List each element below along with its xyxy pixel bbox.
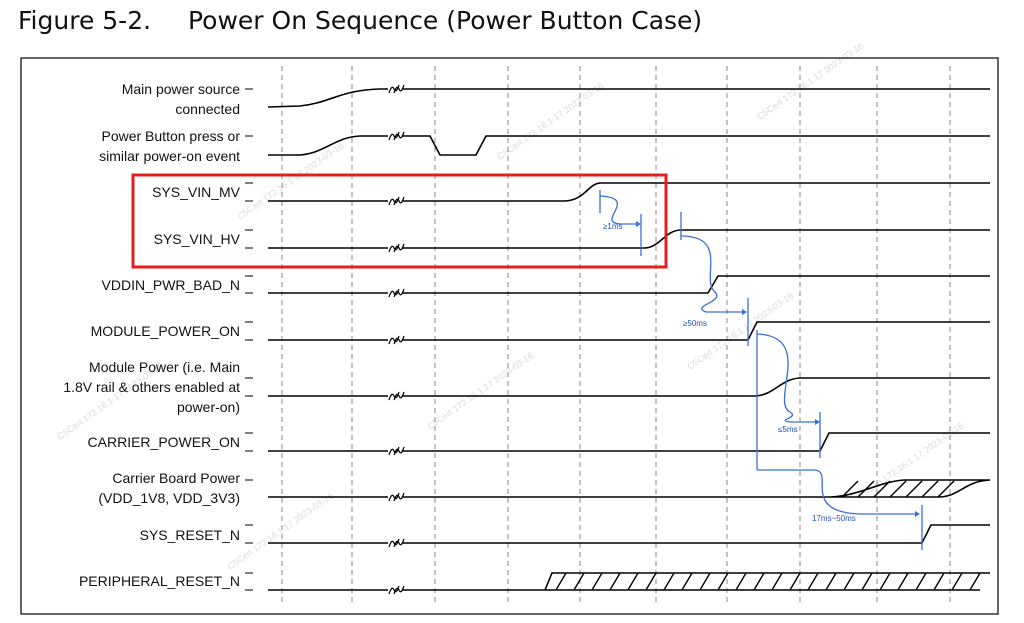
time-break-marks (388, 84, 405, 595)
watermark: C5Cert 172.16.1.17 2023-03-16 (225, 491, 335, 572)
break-mark (388, 84, 405, 94)
diagram-frame (20, 57, 999, 615)
signal-traces (267, 88, 991, 591)
watermark: C5Cert 172.16.1.17 2023-03-16 (495, 81, 605, 162)
label-carrier-board-power: (VDD_1V8, VDD_3V3) (98, 490, 240, 506)
label-module-power: power-on) (177, 399, 240, 415)
grid-lines (281, 66, 951, 606)
figure-title-text: Power On Sequence (Power Button Case) (188, 6, 703, 35)
label-sys-vin-hv: SYS_VIN_HV (154, 231, 241, 247)
label-carrier-board-power: Carrier Board Power (112, 470, 240, 486)
trace-module-power-on (268, 321, 990, 341)
watermark: C5Cert 172.16.1.17 2023-03-16 (685, 291, 795, 372)
timing-arrow-t3 (756, 333, 815, 423)
timing-label-t3: ≤5ms (778, 425, 798, 434)
figure-number: Figure 5-2. (18, 6, 152, 35)
label-module-power: Module Power (i.e. Main (89, 359, 240, 375)
trace-carrier-board-power-ramp (829, 479, 991, 498)
watermark: C5Cert 172.16.1.17 2023-03-16 (235, 141, 345, 222)
peripheral-reset-hatch (555, 572, 981, 591)
break-mark (388, 585, 405, 595)
trace-main-power (267, 88, 990, 108)
break-mark (388, 538, 405, 548)
watermark: C5Cert 172.16.1.17 2023-03-16 (755, 41, 865, 122)
trace-sys-vin-hv (268, 229, 990, 249)
timing-arrow-t2 (680, 235, 742, 313)
trace-sys-reset (268, 524, 990, 544)
label-main-power: Main power source (122, 81, 240, 97)
timing-arrow-t4 (757, 469, 915, 515)
highlight-box (131, 173, 668, 269)
break-mark (388, 391, 405, 401)
break-mark (388, 288, 405, 298)
label-power-button: Power Button press or (101, 128, 240, 144)
trace-module-power (268, 377, 990, 397)
carrier-power-hatch (841, 480, 955, 498)
label-vddin-pwr-bad: VDDIN_PWR_BAD_N (102, 277, 240, 293)
timing-label-t2: ≥50ms (683, 319, 707, 328)
break-mark (388, 131, 405, 141)
timing-label-t4: 17ms~50ms (812, 514, 856, 523)
break-mark (388, 196, 405, 206)
label-sys-vin-mv: SYS_VIN_MV (152, 184, 241, 200)
label-module-power: 1.8V rail & others enabled at (63, 379, 240, 395)
label-main-power: connected (175, 101, 240, 117)
label-sys-reset: SYS_RESET_N (140, 527, 240, 543)
trace-power-button (268, 135, 990, 156)
trace-vddin-pwr-bad (268, 275, 990, 294)
timing-arrows: ≥1ms ≥50ms ≤5ms 17ms~50ms (599, 190, 923, 550)
trace-sys-vin-mv (268, 182, 990, 202)
break-mark (388, 243, 405, 253)
signal-labels: Main power source connected Power Button… (63, 81, 240, 589)
label-carrier-power-on: CARRIER_POWER_ON (88, 434, 240, 450)
label-module-power-on: MODULE_POWER_ON (91, 323, 240, 339)
label-power-button: similar power-on event (99, 148, 240, 164)
watermark: C5Cert 172.16.1.17 2023-03-16 (425, 351, 535, 432)
level-ticks (245, 88, 253, 591)
figure-title: Figure 5-2. Power On Sequence (Power Butt… (18, 6, 702, 35)
break-mark (388, 335, 405, 345)
break-mark (388, 492, 405, 502)
timing-arrow-t1 (599, 195, 636, 225)
arrow-head (636, 221, 641, 227)
trace-peripheral-reset (268, 572, 990, 591)
arrow-head (742, 309, 747, 315)
break-mark (388, 446, 405, 456)
trace-carrier-power-on (268, 432, 990, 452)
label-peripheral-reset: PERIPHERAL_RESET_N (79, 573, 240, 589)
timing-label-t1: ≥1ms (603, 222, 623, 231)
arrow-head (815, 419, 820, 425)
arrow-head (915, 511, 920, 517)
